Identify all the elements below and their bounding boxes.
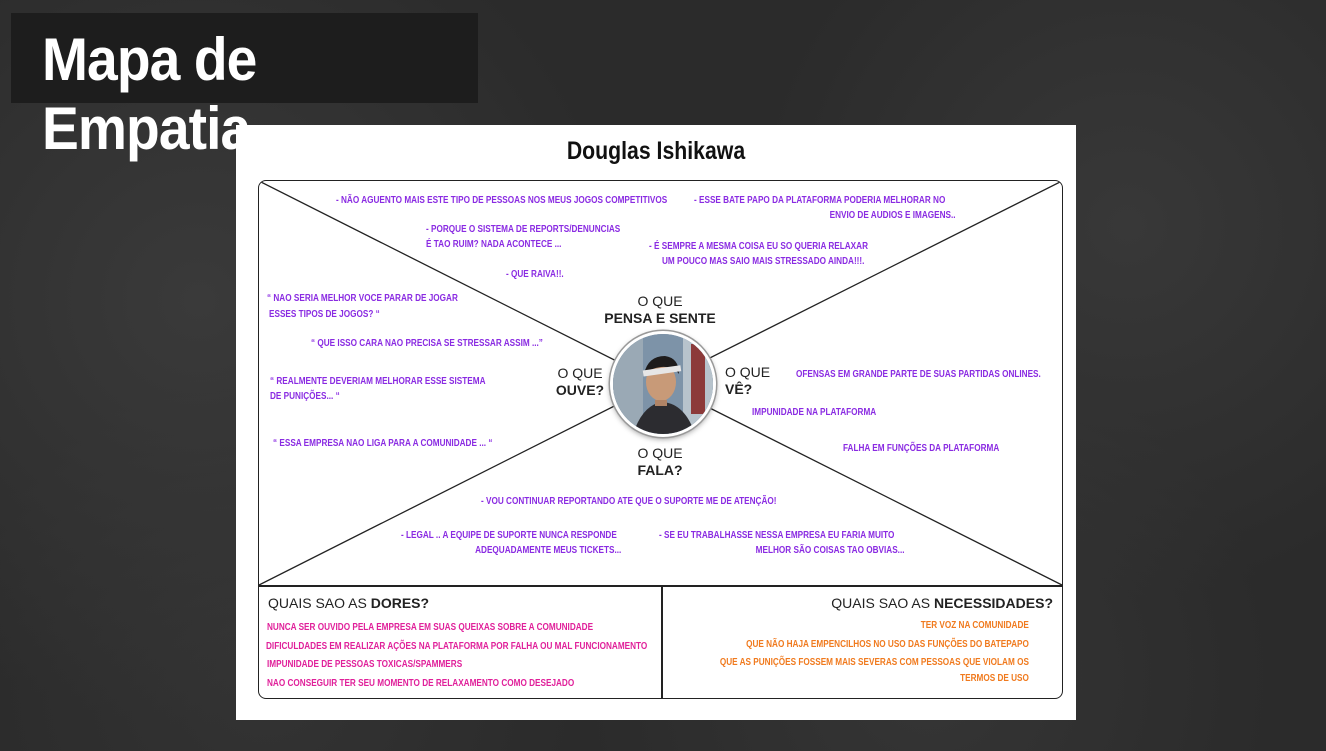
says-label-q: O QUE bbox=[630, 445, 690, 462]
thinks-label-text: PENSA E SENTE bbox=[604, 310, 716, 326]
hears-note-1a: “ NAO SERIA MELHOR VOCE PARAR DE JOGAR bbox=[267, 291, 458, 306]
sees-label: O QUE VÊ? bbox=[725, 364, 775, 398]
pains-title: QUAIS SAO AS DORES? bbox=[268, 595, 429, 611]
says-note-2b: ADEQUADAMENTE MEUS TICKETS... bbox=[475, 543, 621, 558]
thinks-note-1: - NÃO AGUENTO MAIS ESTE TIPO DE PESSOAS … bbox=[336, 193, 667, 208]
pains-title-bold: DORES? bbox=[371, 595, 429, 611]
needs-title-bold: NECESSIDADES? bbox=[934, 595, 1053, 611]
hears-label-text: OUVE? bbox=[556, 382, 604, 398]
sees-note-1: OFENSAS EM GRANDE PARTE DE SUAS PARTIDAS… bbox=[796, 367, 1041, 382]
sees-label-text: VÊ? bbox=[725, 381, 752, 397]
says-note-1: - VOU CONTINUAR REPORTANDO ATE QUE O SUP… bbox=[481, 494, 777, 509]
sees-label-q: O QUE bbox=[725, 364, 775, 381]
pain-item: IMPUNIDADE DE PESSOAS TOXICAS/SPAMMERS bbox=[267, 655, 462, 674]
sees-note-3: FALHA EM FUNÇÕES DA PLATAFORMA bbox=[843, 441, 999, 456]
needs-title: QUAIS SAO AS NECESSIDADES? bbox=[831, 595, 1053, 611]
thinks-note-4a: - É SEMPRE A MESMA COISA EU SO QUERIA RE… bbox=[649, 239, 868, 254]
empathy-map-card: Douglas Ishikawa O QUE PENSA E SENTE O Q… bbox=[236, 125, 1076, 720]
says-note-3a: - SE EU TRABALHASSE NESSA EMPRESA EU FAR… bbox=[659, 528, 894, 543]
thinks-note-5: - QUE RAIVA!!. bbox=[506, 267, 564, 282]
pain-item: DIFICULDADES EM REALIZAR AÇÕES NA PLATAF… bbox=[266, 637, 647, 656]
need-item: TER VOZ NA COMUNIDADE bbox=[921, 618, 1029, 634]
hears-note-4: “ ESSA EMPRESA NAO LIGA PARA A COMUNIDAD… bbox=[273, 436, 492, 451]
need-item: QUE AS PUNIÇÕES FOSSEM MAIS SEVERAS COM … bbox=[720, 655, 1029, 671]
hears-label: O QUE OUVE? bbox=[550, 365, 610, 399]
background-decoration bbox=[29, 343, 115, 400]
empathy-map-board: O QUE PENSA E SENTE O QUE OUVE? O QUE VÊ… bbox=[258, 180, 1063, 699]
thinks-label: O QUE PENSA E SENTE bbox=[600, 293, 720, 327]
thinks-note-2b: ENVIO DE AUDIOS E IMAGENS.. bbox=[830, 208, 956, 223]
persona-name: Douglas Ishikawa bbox=[299, 137, 1013, 166]
says-label: O QUE FALA? bbox=[630, 445, 690, 479]
needs-title-pre: QUAIS SAO AS bbox=[831, 595, 934, 611]
says-label-text: FALA? bbox=[637, 462, 682, 478]
hears-note-3b: DE PUNIÇÕES... “ bbox=[270, 389, 340, 404]
thinks-note-4b: UM POUCO MAS SAIO MAIS STRESSADO AINDA!!… bbox=[662, 254, 864, 269]
hears-note-1b: ESSES TIPOS DE JOGOS? “ bbox=[269, 307, 380, 322]
thinks-note-3b: É TAO RUIM? NADA ACONTECE ... bbox=[426, 237, 561, 252]
persona-avatar bbox=[610, 331, 716, 437]
pain-item: NAO CONSEGUIR TER SEU MOMENTO DE RELAXAM… bbox=[267, 674, 574, 693]
says-note-2a: - LEGAL .. A EQUIPE DE SUPORTE NUNCA RES… bbox=[401, 528, 617, 543]
title-banner: Mapa de Empatia bbox=[11, 13, 478, 103]
thinks-label-q: O QUE bbox=[600, 293, 720, 310]
hears-note-3a: “ REALMENTE DEVERIAM MELHORAR ESSE SISTE… bbox=[270, 374, 486, 389]
pains-title-pre: QUAIS SAO AS bbox=[268, 595, 371, 611]
vertical-divider bbox=[661, 586, 663, 698]
thinks-note-2a: - ESSE BATE PAPO DA PLATAFORMA PODERIA M… bbox=[694, 193, 945, 208]
need-item: QUE NÃO HAJA EMPENCILHOS NO USO DAS FUNÇ… bbox=[746, 637, 1029, 653]
need-item: TERMOS DE USO bbox=[960, 671, 1029, 687]
says-note-3b: MELHOR SÃO COISAS TAO OBVIAS... bbox=[755, 543, 904, 558]
hears-note-2: “ QUE ISSO CARA NAO PRECISA SE STRESSAR … bbox=[311, 336, 543, 351]
pain-item: NUNCA SER OUVIDO PELA EMPRESA EM SUAS QU… bbox=[267, 618, 593, 637]
thinks-note-3a: - PORQUE O SISTEMA DE REPORTS/DENUNCIAS bbox=[426, 222, 620, 237]
hears-label-q: O QUE bbox=[550, 365, 610, 382]
sees-note-2: IMPUNIDADE NA PLATAFORMA bbox=[752, 405, 876, 420]
